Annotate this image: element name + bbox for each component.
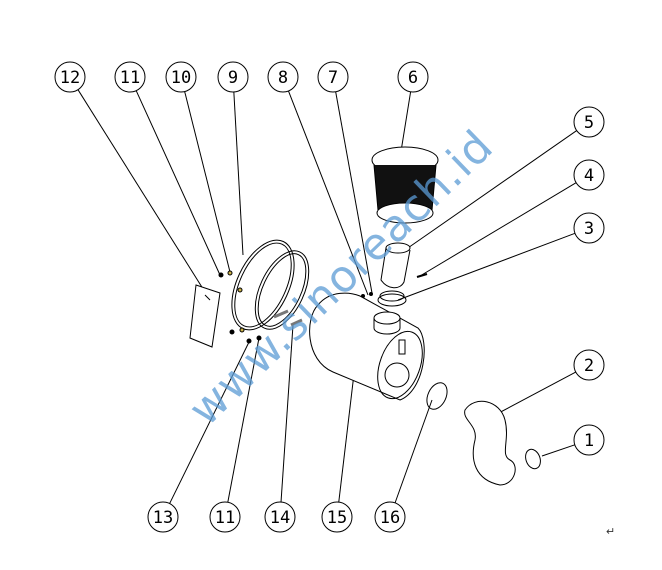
balloon-7: 7	[317, 61, 349, 93]
balloon-number: 4	[584, 166, 594, 186]
balloon-15: 15	[321, 501, 353, 533]
balloon-number: 7	[328, 68, 338, 88]
balloon-number: 16	[380, 508, 400, 528]
leader-line	[394, 399, 433, 504]
balloon-number: 10	[171, 68, 191, 88]
leader-line	[280, 324, 294, 503]
balloon-number: 8	[278, 68, 288, 88]
balloon-number: 11	[120, 68, 140, 88]
balloon-number: 6	[408, 68, 418, 88]
balloon-5: 5	[573, 106, 605, 138]
leader-line	[135, 90, 221, 276]
balloon-10: 10	[165, 61, 197, 93]
balloon-13: 13	[147, 501, 179, 533]
leader-line	[77, 89, 206, 293]
seal-ring-16	[426, 382, 448, 410]
leader-line	[541, 444, 575, 457]
safety-filter-element	[380, 242, 411, 289]
balloon-number: 11	[215, 508, 235, 528]
clamp-ring-3	[377, 290, 407, 307]
leader-line	[233, 91, 244, 256]
leader-line	[287, 90, 369, 296]
leader-line	[494, 371, 576, 416]
end-cover-plate	[189, 284, 221, 348]
bolts-and-nuts	[218, 270, 428, 344]
balloon-14: 14	[264, 501, 296, 533]
precleaner-cap	[371, 146, 439, 224]
leader-line	[419, 182, 577, 277]
mounting-band-front	[254, 250, 310, 330]
balloon-number: 1	[584, 431, 594, 451]
balloon-3: 3	[573, 212, 605, 244]
leader-lines	[77, 89, 577, 504]
part-balloons: 12 11 10 9 8 7 6 5 4 3 2 1 13 11 14 15 16	[54, 61, 605, 533]
leader-line	[169, 339, 251, 504]
balloon-1: 1	[573, 424, 605, 456]
balloon-8: 8	[267, 61, 299, 93]
balloon-16: 16	[374, 501, 406, 533]
leader-line	[397, 232, 576, 301]
balloon-11: 11	[209, 501, 241, 533]
balloon-12: 12	[54, 61, 86, 93]
balloon-4: 4	[573, 159, 605, 191]
leader-line	[335, 91, 373, 294]
balloon-number: 12	[60, 68, 80, 88]
leader-line	[404, 130, 577, 251]
balloon-number: 5	[584, 113, 594, 133]
return-mark: ↵	[606, 526, 616, 538]
leader-line	[184, 91, 231, 273]
balloon-11: 11	[114, 61, 146, 93]
balloon-6: 6	[397, 61, 429, 93]
filter-housing	[309, 292, 425, 401]
balloon-number: 13	[153, 508, 173, 528]
balloon-2: 2	[573, 349, 605, 381]
balloon-number: 2	[584, 356, 594, 376]
balloon-9: 9	[217, 61, 249, 93]
balloon-number: 15	[327, 508, 347, 528]
hose-clamp-1	[525, 448, 541, 470]
balloon-number: 9	[228, 68, 238, 88]
balloon-number: 3	[584, 219, 594, 239]
intake-elbow-hose	[464, 400, 516, 486]
leader-line	[227, 337, 260, 503]
balloon-number: 14	[270, 508, 290, 528]
